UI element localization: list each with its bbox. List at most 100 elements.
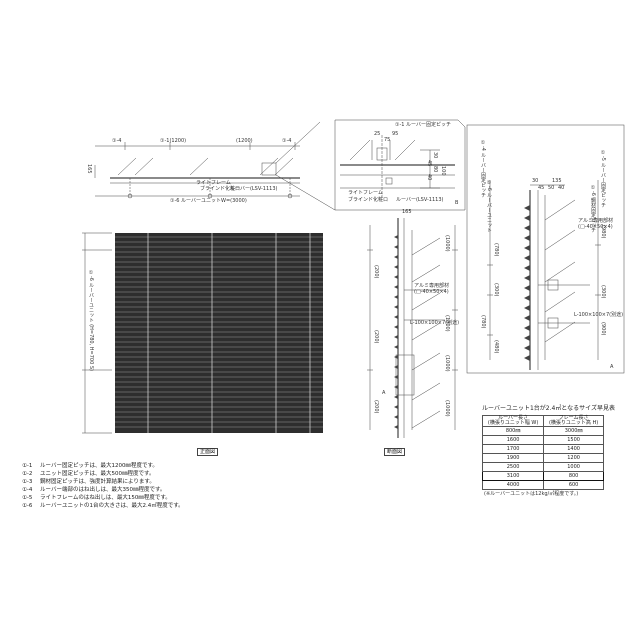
- detail-right-left-dim-3: (480): [493, 340, 499, 354]
- detail-top-d95: 95: [392, 131, 399, 137]
- section-dim-3: (1000): [444, 400, 450, 417]
- detail-right-right-dim-1: (300): [600, 285, 606, 299]
- plan-label-p4-left: ①-4: [112, 138, 122, 144]
- detail-top-d45: 45: [426, 160, 432, 167]
- table-cell: 1500: [543, 435, 604, 445]
- list-item: ①-5 ライトフレームのはね出しは、最大150㎜程度です。: [22, 494, 184, 502]
- section-inner-dim-0: (200): [373, 265, 379, 279]
- detail-right-dim-45: 45: [538, 185, 545, 191]
- detail-right-right-dim-0: (980): [600, 225, 606, 239]
- note-text: ルーバー固定ピッチは、最大1200㎜程度です。: [40, 463, 158, 469]
- section-al-spec: (□-40×50×4): [414, 289, 449, 295]
- table-cell: 4000: [481, 480, 545, 490]
- elevation-left-label: ①-6 ルーバーユニット (H=780, H=700 S): [88, 270, 94, 371]
- table-cell: 1700: [481, 444, 545, 454]
- detail-right-al-member: アルミ専用部材: [578, 218, 613, 224]
- plan-label-p4-right: ①-4: [282, 138, 292, 144]
- table-cell: 1200: [543, 453, 604, 463]
- detail-right-left-dim-2: (780): [480, 315, 486, 329]
- detail-top-d25: 25: [374, 131, 381, 137]
- spec-table-title: ルーバーユニット1台が2.4㎡となるサイズ早見表: [482, 405, 615, 412]
- detail-right-angle-spec: L-100×100×7(別途): [574, 312, 624, 318]
- table-cell: 3100: [481, 471, 545, 481]
- detail-right-left-label1: ①-4 ルーバー固定ピッチ: [480, 140, 486, 198]
- plan-height-165: 165: [86, 164, 92, 174]
- spec-header-left-sub: (横張りユニット幅 W): [487, 420, 539, 426]
- section-angle-spec: L-100×100×7(別途): [410, 320, 460, 326]
- elevation-frames: [147, 233, 311, 433]
- note-text: ユニット固定ピッチは、最大500㎜程度です。: [40, 471, 155, 477]
- table-cell: 1400: [543, 444, 604, 454]
- detail-top-title: ①-1 ルーバー固定ピッチ: [395, 122, 452, 128]
- table-cell: 1000: [543, 462, 604, 472]
- plan-light-frame: ライトフレーム: [196, 180, 231, 186]
- detail-top-blind-wrap: ブラインド化粧ロ: [348, 197, 389, 203]
- front-elevation: [115, 233, 323, 433]
- table-cell: 3000㎜: [543, 426, 604, 436]
- note-key: ①-5: [22, 495, 33, 501]
- section-top-dim: 165: [402, 209, 412, 215]
- spec-table: ルーバー長さ (横張りユニット幅 W) フレーム長さ (横張りユニット高 H) …: [481, 415, 604, 490]
- detail-top-mark-b: B: [455, 200, 459, 206]
- detail-top: [334, 119, 466, 211]
- table-cell: 800㎜: [481, 426, 545, 436]
- plan-label-p1b: (1200): [236, 138, 253, 144]
- note-key: ①-6: [22, 503, 33, 509]
- detail-right-left-label2: ①-6 ルーバーユニット: [486, 180, 492, 233]
- section-dim-2: (1000): [444, 355, 450, 372]
- detail-top-d80: 80: [432, 166, 438, 173]
- note-text: ルーバーユニットの1台の大きさは、最大2.4㎡程度です。: [40, 503, 184, 509]
- plan-view: [94, 121, 336, 211]
- table-cell: 800: [543, 471, 604, 481]
- section-dim-0: (1000): [444, 235, 450, 252]
- detail-top-louver-label: ルーバー(LSV-1113): [396, 197, 444, 203]
- detail-right-left-dim-1: (300): [493, 283, 499, 297]
- detail-right-mark-a: A: [610, 364, 614, 370]
- table-cell: 1900: [481, 453, 545, 463]
- spec-header-left-text: ルーバー長さ: [498, 415, 529, 421]
- detail-top-d40: 40: [426, 174, 432, 181]
- notes-list: ①-1 ルーバー固定ピッチは、最大1200㎜程度です。 ①-2 ユニット固定ピッチは…: [22, 462, 184, 510]
- list-item: ①-4 ルーバー端部のはね出しは、最大350㎜程度です。: [22, 486, 184, 494]
- note-key: ①-1: [22, 463, 33, 469]
- section-al-member: アルミ専用部材: [414, 283, 449, 289]
- detail-right-right-dim-2: (900): [600, 322, 606, 336]
- table-cell: 1600: [481, 435, 545, 445]
- table-cell: 2500: [481, 462, 545, 472]
- spec-header-left: ルーバー長さ (横張りユニット幅 W): [481, 415, 545, 427]
- detail-right-dim-30: 30: [532, 178, 539, 184]
- list-item: ①-1 ルーバー固定ピッチは、最大1200㎜程度です。: [22, 462, 184, 470]
- spec-header-right-sub: (横張りユニット高 H): [548, 420, 599, 426]
- spec-table-header: ルーバー長さ (横張りユニット幅 W) フレーム長さ (横張りユニット高 H): [481, 415, 604, 427]
- detail-right-dim-135: 135: [552, 178, 562, 184]
- detail-right-right-label2: ①-6 鋼材固定ピッチ: [590, 185, 596, 233]
- detail-right-right-label1: ①-5 ルーバー固定ピッチ: [600, 150, 606, 208]
- detail-right-teeth: [524, 205, 530, 361]
- list-item: ①-6 ルーバーユニットの1台の大きさは、最大2.4㎡程度です。: [22, 502, 184, 510]
- note-key: ①-2: [22, 471, 33, 477]
- section-dim-1: (1000): [444, 315, 450, 332]
- table-cell: 600: [543, 480, 604, 490]
- detail-right-left-dim-0: (780): [493, 243, 499, 257]
- section-inner-dim-1: (200): [373, 330, 379, 344]
- detail-top-light-frame: ライトフレーム: [348, 190, 383, 196]
- detail-top-d75: 75: [384, 137, 391, 143]
- note-key: ①-4: [22, 487, 33, 493]
- note-text: 鋼材固定ピッチは、強度計算結果によります。: [40, 479, 155, 485]
- note-text: ルーバー端部のはね出しは、最大350㎜程度です。: [40, 487, 166, 493]
- spec-header-right-text: フレーム長さ: [558, 415, 589, 421]
- elevation-dimensions: [82, 232, 112, 434]
- plan-total-width: ①-6 ルーバーユニットW=(3000): [170, 198, 247, 204]
- detail-top-d30: 30: [432, 152, 438, 159]
- spec-table-footnote: (※ルーバーユニットは12kg/㎡程度です。): [484, 491, 579, 497]
- list-item: ①-2 ユニット固定ピッチは、最大500㎜程度です。: [22, 470, 184, 478]
- note-text: ライトフレームのはね出しは、最大150㎜程度です。: [40, 495, 171, 501]
